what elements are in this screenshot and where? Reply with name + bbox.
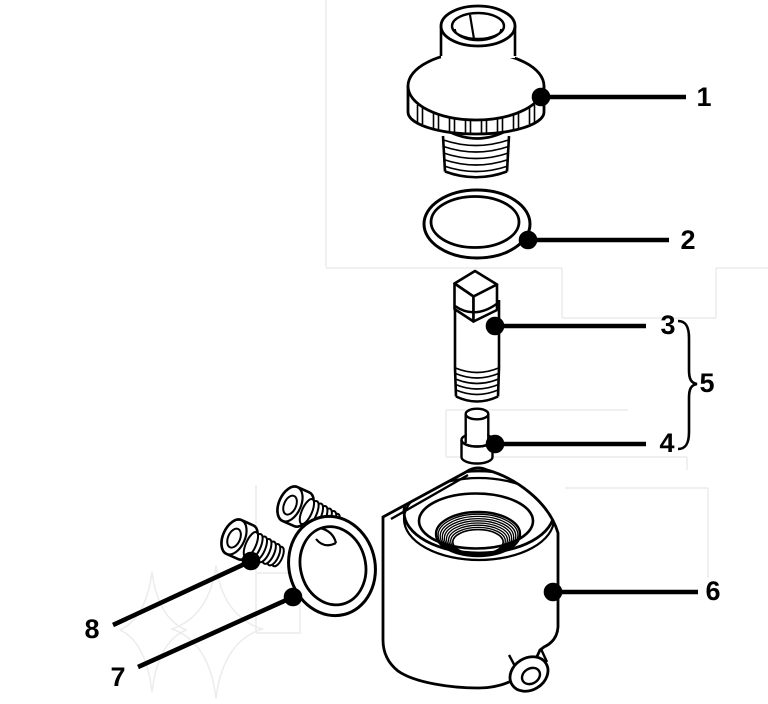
part-label-7: 7 [110, 662, 125, 692]
body-recess [417, 492, 535, 550]
leader-line-8 [112, 558, 252, 628]
part-label-1: 1 [696, 82, 711, 112]
leader-dot-3 [485, 316, 505, 336]
part-1-knurled-cap [406, 4, 546, 179]
part-label-6: 6 [705, 576, 720, 606]
leader-line-7 [137, 594, 294, 670]
leader-dot-6 [543, 582, 563, 602]
background-artifact-lines [118, 0, 768, 699]
part-7-ring-gasket [287, 514, 377, 618]
ring-tab [315, 526, 338, 547]
cap-slot-line [468, 14, 476, 40]
knurl-lines [416, 105, 536, 134]
part-6-cylindrical-body [381, 466, 560, 693]
part-3-square-head-stem [453, 269, 501, 403]
background-star-shapes [118, 565, 265, 699]
leader-dot-4 [485, 434, 505, 454]
part-labels: 1 2 3 4 5 6 7 8 [84, 82, 720, 692]
part-4-stepped-pin [460, 407, 494, 465]
part-2-o-ring [422, 188, 532, 260]
part-label-2: 2 [680, 225, 695, 255]
group-5-brace [677, 319, 698, 451]
leader-dot-7 [283, 587, 303, 607]
stem-collar-arc [454, 302, 499, 314]
leader-dot-8 [241, 551, 261, 571]
leader-dot-1 [531, 87, 551, 107]
leader-dot-2 [518, 230, 538, 250]
part-label-8: 8 [84, 614, 99, 644]
part-label-5: 5 [699, 368, 714, 398]
part-label-3: 3 [660, 310, 675, 340]
part-label-4: 4 [659, 428, 674, 458]
body-side-port [507, 648, 550, 693]
leader-lines [112, 87, 698, 670]
cap-hole [450, 11, 506, 41]
